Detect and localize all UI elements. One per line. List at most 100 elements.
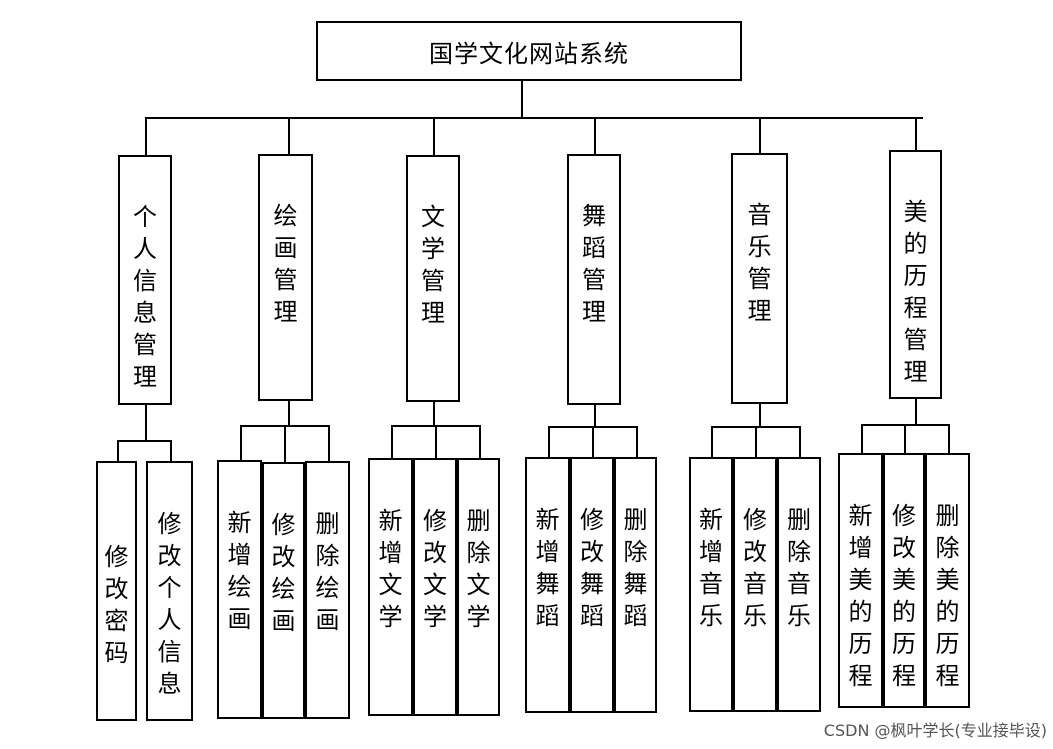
- category-label-char: 管: [747, 265, 772, 293]
- leaf-label-char: 修: [743, 506, 767, 534]
- leaf-label-char: 历: [892, 630, 916, 658]
- category-label-char: 理: [273, 298, 298, 326]
- leaf-label-char: 改: [423, 539, 447, 567]
- leaf-label-char: 蹈: [623, 602, 648, 630]
- root-node: 国学文化网站系统: [316, 21, 742, 81]
- category-label-char: 音: [747, 201, 772, 229]
- connector-cat-drop: [433, 117, 435, 155]
- leaf-label-char: 学: [466, 603, 491, 631]
- connector-leaf-stub: [755, 426, 757, 457]
- leaf-label-char: 增: [848, 534, 873, 562]
- connector-leaf-stub: [711, 426, 713, 457]
- leaf-label: 删除舞蹈: [624, 504, 648, 632]
- leaf-label-char: 程: [892, 662, 916, 690]
- category-label-char: 息: [133, 299, 157, 327]
- leaf-label-char: 新: [535, 506, 560, 534]
- category-label-char: 管: [582, 266, 606, 294]
- category-label-char: 的: [903, 230, 928, 258]
- leaf-label-char: 修: [423, 507, 447, 535]
- leaf-label-char: 改: [892, 534, 916, 562]
- leaf-label-char: 删: [466, 507, 491, 535]
- connector-root-bus: [145, 117, 923, 119]
- leaf-label-char: 除: [623, 538, 648, 566]
- leaf-label-char: 美: [892, 566, 916, 594]
- leaf-label-char: 的: [935, 598, 960, 626]
- leaf-label: 新增音乐: [699, 504, 723, 632]
- watermark: CSDN @枫叶学长(专业接毕设): [823, 721, 1047, 740]
- category-label: 绘画管理: [274, 200, 298, 328]
- leaf-node: 修改个人信息: [146, 461, 193, 721]
- connector-leaf-drop: [288, 401, 290, 425]
- connector-cat-drop: [915, 117, 917, 150]
- leaf-label-char: 改: [104, 575, 129, 603]
- category-label: 舞蹈管理: [582, 200, 606, 328]
- connector-leaf-stub: [170, 440, 172, 461]
- leaf-label-char: 舞: [535, 570, 560, 598]
- leaf-label-char: 画: [271, 607, 296, 635]
- leaf-label: 新增美的历程: [849, 500, 873, 692]
- category-label-char: 管: [903, 326, 928, 354]
- leaf-label: 修改美的历程: [892, 500, 916, 692]
- category-label-char: 理: [133, 363, 157, 391]
- leaf-node: 删除美的历程: [925, 453, 970, 708]
- leaf-label-char: 删: [935, 502, 960, 530]
- leaf-label-char: 新: [227, 509, 252, 537]
- leaf-node: 删除舞蹈: [614, 457, 657, 713]
- connector-leaf-stub: [284, 425, 286, 462]
- root-label: 国学文化网站系统: [429, 39, 629, 68]
- category-label-char: 人: [133, 235, 157, 263]
- leaf-label-char: 新: [699, 506, 723, 534]
- leaf-label-char: 新: [378, 507, 403, 535]
- leaf-node: 修改美的历程: [883, 453, 925, 708]
- leaf-label-char: 音: [743, 570, 767, 598]
- leaf-label-char: 画: [315, 606, 340, 634]
- category-node: 舞蹈管理: [567, 154, 621, 405]
- leaf-label-char: 码: [104, 639, 129, 667]
- category-label-char: 历: [903, 262, 928, 290]
- category-label-char: 个: [133, 203, 157, 231]
- leaf-label-char: 蹈: [580, 602, 604, 630]
- connector-leaf-stub: [117, 440, 119, 461]
- connector-leaf-stub: [799, 426, 801, 457]
- leaf-label-char: 改: [157, 542, 182, 570]
- leaf-node: 删除绘画: [305, 461, 350, 719]
- leaf-label-char: 除: [315, 542, 340, 570]
- leaf-label-char: 修: [892, 502, 916, 530]
- leaf-label-char: 增: [227, 541, 252, 569]
- leaf-label-char: 历: [935, 630, 960, 658]
- category-label-char: 学: [421, 235, 445, 263]
- leaf-label-char: 美: [848, 566, 873, 594]
- connector-leaf-drop: [594, 405, 596, 426]
- leaf-label-char: 舞: [580, 570, 604, 598]
- connector-cat-drop: [759, 117, 761, 153]
- leaf-label-char: 改: [580, 538, 604, 566]
- category-label-char: 管: [421, 267, 445, 295]
- category-label-char: 乐: [747, 233, 772, 261]
- leaf-label-char: 的: [848, 598, 873, 626]
- category-label-char: 画: [273, 234, 298, 262]
- leaf-label-char: 音: [787, 570, 811, 598]
- connector-leaf-stub: [948, 424, 950, 453]
- leaf-label: 删除音乐: [787, 504, 811, 632]
- connector-leaf-stub: [636, 426, 638, 457]
- connector-leaf-bus: [117, 440, 172, 442]
- leaf-label-char: 乐: [743, 602, 767, 630]
- category-node: 音乐管理: [731, 153, 788, 404]
- leaf-label-char: 绘: [227, 573, 252, 601]
- leaf-label-char: 的: [892, 598, 916, 626]
- leaf-label-char: 乐: [787, 602, 811, 630]
- connector-leaf-stub: [904, 424, 906, 453]
- leaf-label-char: 息: [157, 670, 182, 698]
- leaf-label-char: 画: [227, 605, 252, 633]
- leaf-label-char: 修: [271, 511, 296, 539]
- leaf-label: 修改舞蹈: [580, 504, 604, 632]
- leaf-node: 新增舞蹈: [525, 457, 570, 713]
- category-label: 文学管理: [421, 201, 445, 329]
- category-label-char: 理: [903, 358, 928, 386]
- leaf-node: 删除音乐: [777, 457, 821, 712]
- leaf-label-char: 修: [580, 506, 604, 534]
- category-node: 绘画管理: [258, 154, 313, 401]
- category-label-char: 程: [903, 294, 928, 322]
- connector-leaf-drop: [145, 405, 147, 440]
- category-node: 美的历程管理: [889, 150, 942, 399]
